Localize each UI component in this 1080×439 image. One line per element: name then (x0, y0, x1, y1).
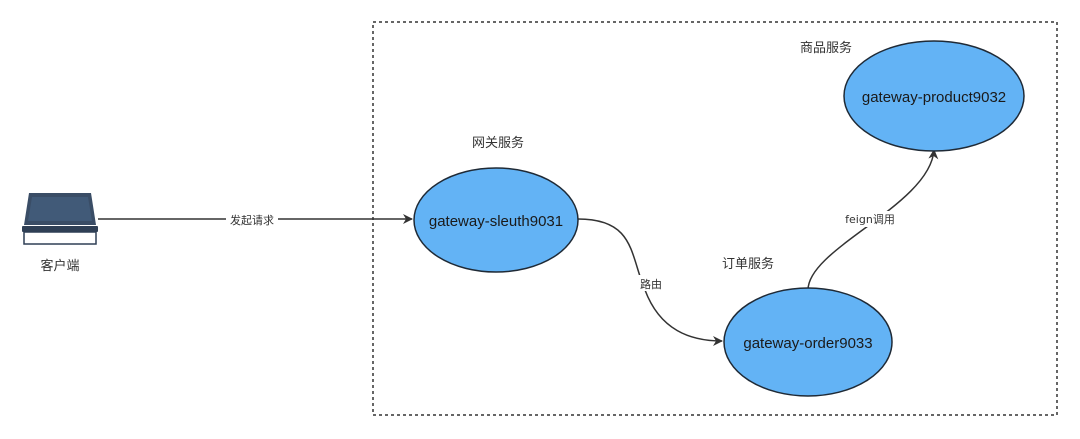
gateway-order-label: gateway-order9033 (743, 335, 872, 352)
gateway-sleuth-node[interactable] (413, 167, 579, 273)
gateway-order-title: 订单服务 (722, 256, 774, 272)
gateway-sleuth-label: gateway-sleuth9031 (429, 213, 563, 230)
feign-edge-label-bg (838, 211, 900, 227)
gateway-product-title: 商品服务 (800, 40, 852, 56)
route-edge-label: 路由 (640, 277, 662, 291)
gateway-sleuth-title: 网关服务 (472, 135, 524, 151)
request-edge-label: 发起请求 (230, 213, 274, 227)
feign-edge-label: feign调用 (845, 213, 895, 226)
route-edge-label-bg (637, 275, 665, 291)
client-label: 客户端 (40, 258, 79, 274)
request-edge-label-bg (226, 211, 278, 227)
gateway-order-node[interactable] (723, 287, 893, 397)
gateway-product-label: gateway-product9032 (862, 89, 1006, 106)
client-laptop-icon[interactable] (22, 193, 98, 245)
gateway-product-node[interactable] (843, 40, 1025, 152)
